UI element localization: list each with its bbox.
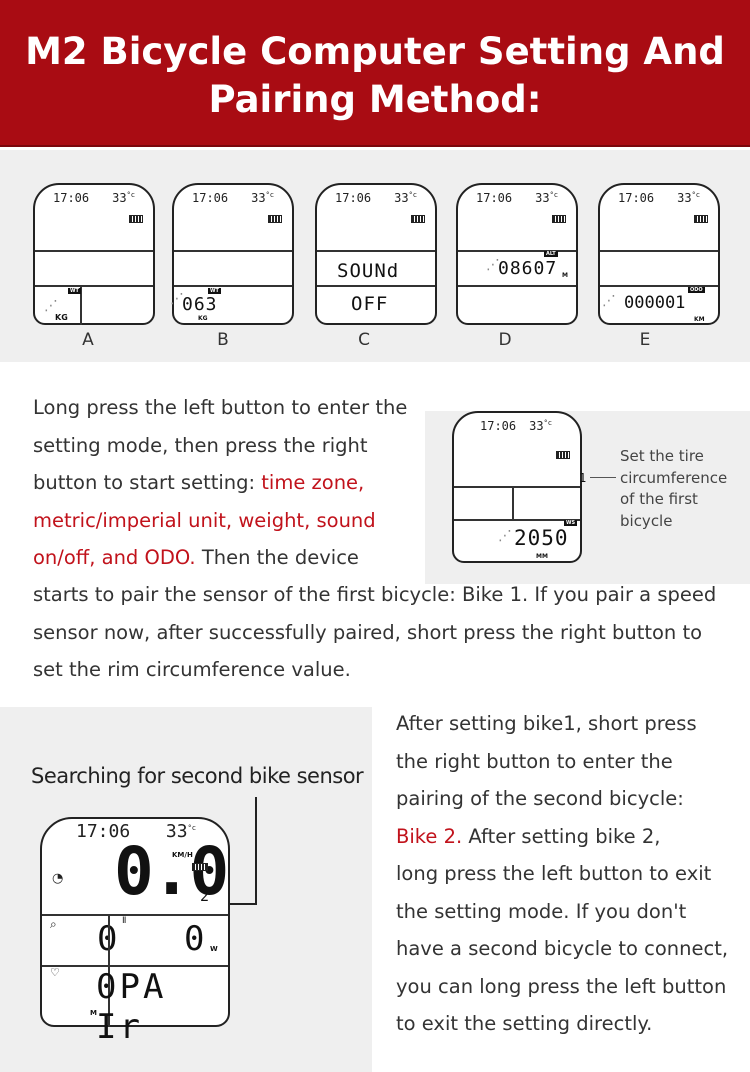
caption-a: A: [82, 330, 94, 350]
sparkle-icon: ⋰: [602, 293, 616, 309]
bike-number: 2: [200, 887, 211, 905]
highlight-settings: time zone,: [261, 471, 365, 494]
page-title: M2 Bicycle Computer Setting And Pairing …: [0, 28, 750, 124]
kg-label: KG: [198, 315, 208, 322]
bike-number: 1: [579, 471, 588, 485]
caption-c: C: [358, 330, 370, 350]
odo-value: 000001: [624, 293, 686, 313]
alt-tag: ALT: [544, 251, 558, 257]
sparkle-icon: ⋰: [486, 257, 500, 273]
circumference-value: 2050: [514, 526, 569, 550]
header-banner: M2 Bicycle Computer Setting And Pairing …: [0, 0, 750, 147]
device-time: 17:06: [53, 191, 90, 205]
kg-label: KG: [55, 313, 68, 322]
pointer-line-horizontal: [226, 903, 257, 905]
title-line-2: Pairing Method:: [208, 78, 542, 121]
second-bike-device: 17:06 33°c 0.0 KM/H 2 ◔ ⌕ Ⅱ 0 0 W ♡ 0PA …: [40, 817, 230, 1047]
mm-label: MM: [536, 553, 548, 560]
right-value: 0: [184, 919, 206, 959]
sparkle-icon: ⋰: [498, 528, 512, 544]
battery-icon: [268, 215, 282, 223]
speed-value: 0.0: [114, 833, 229, 910]
title-line-1: M2 Bicycle Computer Setting And: [25, 30, 725, 73]
sparkle-icon: ⋰: [44, 298, 58, 314]
battery-icon: [694, 215, 708, 223]
pointer-line-vertical: [255, 797, 257, 905]
section2-paragraph: After setting bike1, short press the rig…: [396, 712, 729, 1035]
tire-note: Set the tire circumference of the first …: [620, 447, 728, 530]
battery-icon: [411, 215, 425, 223]
wt-tag: WT: [68, 288, 81, 294]
battery-icon: [556, 451, 570, 459]
m-label: M: [562, 272, 568, 279]
battery-icon: [192, 863, 208, 871]
device-d: 17:06 33°c ALT 08607 M ⋰: [456, 183, 578, 325]
pointer-line: [590, 477, 616, 478]
caption-e: E: [639, 330, 651, 350]
battery-icon: [129, 215, 143, 223]
altitude-value: 08607: [498, 258, 558, 279]
sound-label: SOUNd: [337, 260, 400, 282]
second-bike-panel: Searching for second bike sensor 17:06 3…: [0, 707, 372, 1072]
pair-label: 0PA Ir: [96, 967, 167, 1047]
second-bike-title: Searching for second bike sensor: [31, 764, 364, 788]
speedometer-icon: ◔: [52, 871, 64, 886]
battery-icon: [552, 215, 566, 223]
device-strip: 17:06 33°c WT KG ⋰ A 17:06 33°c WT 063 K…: [0, 150, 750, 362]
m-label: M: [90, 1009, 97, 1017]
device-a: 17:06 33°c WT KG ⋰: [33, 183, 155, 325]
ws-tag: WS: [564, 520, 578, 526]
device-b: 17:06 33°c WT 063 KG ⋰: [170, 183, 294, 325]
heart-icon: ♡: [50, 966, 60, 979]
tire-setting-panel: 17:06 33°c 1 WS 2050 MM ⋰ Set the tire c…: [425, 411, 750, 584]
watt-label: W: [210, 945, 218, 953]
weight-value: 063: [182, 294, 218, 315]
sparkle-icon: ⋰: [170, 291, 184, 307]
device-e: 17:06 33°c ODO 000001 KM ⋰: [598, 183, 720, 325]
km-label: KM: [694, 316, 705, 323]
cadence-icon: Ⅱ: [122, 916, 127, 926]
caption-d: D: [498, 330, 512, 350]
kmh-label: KM/H: [172, 851, 193, 859]
tire-device: 17:06 33°c 1 WS 2050 MM ⋰: [452, 411, 586, 563]
sound-value: OFF: [351, 293, 389, 315]
device-c: 17:06 33°c SOUNd OFF: [315, 183, 437, 325]
wt-tag: WT: [208, 288, 221, 294]
highlight-bike2: Bike 2.: [396, 824, 463, 848]
caption-b: B: [217, 330, 229, 350]
section1-paragraph-top: Long press the left button to enter the …: [33, 396, 408, 569]
odo-tag: ODO: [688, 287, 705, 293]
left-value: 0: [97, 919, 118, 959]
search-icon: ⌕: [50, 917, 57, 931]
section1-paragraph-bottom: starts to pair the sensor of the first b…: [33, 583, 717, 681]
device-temp: 33°c: [112, 191, 135, 205]
